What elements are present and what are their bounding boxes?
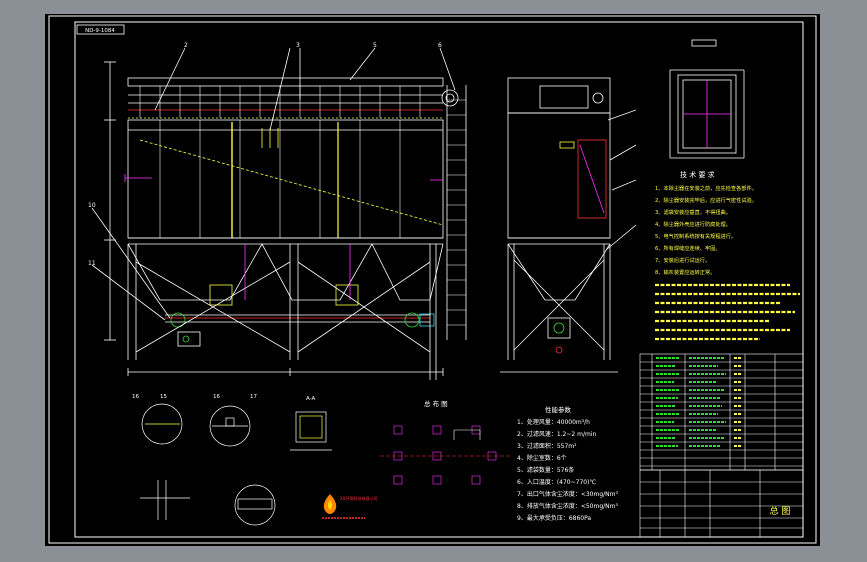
detail-label: 15 — [160, 394, 167, 400]
performance-param-item: 9、最大承受负压：6860Pa — [517, 514, 591, 522]
tech-requirements: 技 术 要 求 1、本除尘器在安装之前，应先检查各部件。 2、除尘器安装完毕后，… — [655, 170, 757, 276]
tech-line: 2、除尘器安装完毕后，应进行气密性试验。 — [655, 196, 757, 204]
performance-param-item: 7、出口气体含尘浓度：<30mg/Nm³ — [517, 490, 618, 498]
tech-line: 1、本除尘器在安装之前，应先检查各部件。 — [655, 184, 757, 192]
performance-param-item: 4、除尘室数：6个 — [517, 454, 567, 462]
top-stamp-box: ND-9-1084 — [76, 24, 125, 35]
title-block — [639, 469, 804, 538]
tech-line: 6、所有焊缝应连续、牢固。 — [655, 244, 721, 252]
tech-line: 5、电气控制系统按有关规程进行。 — [655, 232, 736, 240]
tech-line: 3、滤袋安装应垂直，不得扭曲。 — [655, 208, 731, 216]
top-stamp-text: ND-9-1084 — [85, 28, 115, 34]
parts-list-table — [639, 353, 804, 471]
performance-param-item: 2、过滤风速：1.2~2 m/min — [517, 430, 596, 438]
performance-param-item: 6、入口温度：(470~770)℃ — [517, 478, 596, 486]
tech-extra-lines — [655, 283, 800, 341]
tech-line: 8、输灰装置应运转正常。 — [655, 268, 715, 276]
company-logo-text: XX环保科技有限公司 — [340, 495, 377, 501]
foundation-plan-title: 总 布 图 — [424, 399, 448, 408]
parts-list-entries — [656, 357, 726, 447]
performance-param-item: 3、过滤面积：557m² — [517, 442, 577, 450]
performance-params-title: 性能参数 — [545, 405, 572, 414]
tech-line: 7、安装后进行试运行。 — [655, 256, 710, 264]
performance-param-item: 5、滤袋数量：576条 — [517, 466, 574, 474]
sheet-outer-border — [48, 15, 817, 544]
callout-label: 10 — [88, 202, 96, 209]
section-label: A-A — [306, 396, 316, 402]
side-elevation — [500, 77, 637, 373]
sheet-inner-border — [74, 21, 804, 538]
tech-requirements-title: 技 术 要 求 — [680, 170, 715, 179]
performance-param-item: 8、排放气体含尘浓度：<50mg/Nm³ — [517, 502, 618, 510]
callout-label: 11 — [88, 260, 96, 267]
callout-label: 3 — [296, 42, 300, 49]
title-block-drawing-name: 总 图 — [770, 505, 791, 517]
performance-param-item: 1、处理风量：40000m³/h — [517, 418, 590, 426]
detail-view-labels: 16 15 16 17 A-A — [132, 394, 316, 402]
detail-label: 16 — [132, 394, 139, 400]
detail-label: 17 — [250, 394, 257, 400]
company-logo: XX环保科技有限公司 — [322, 494, 377, 519]
detail-views — [140, 403, 332, 526]
parts-list-entries-2 — [734, 357, 742, 447]
callout-labels: 2 3 5 6 10 11 — [88, 42, 442, 267]
callout-label: 2 — [184, 42, 188, 49]
performance-params: 性能参数 1、处理风量：40000m³/h 2、过滤风速：1.2~2 m/min… — [517, 405, 618, 522]
foundation-plan: 总 布 图 — [380, 399, 510, 485]
tech-line: 4、除尘器外壳应进行防腐处理。 — [655, 220, 731, 228]
front-elevation — [91, 47, 467, 380]
callout-label: 5 — [373, 42, 377, 49]
callout-label: 6 — [438, 42, 442, 49]
plan-detail — [669, 39, 745, 159]
detail-label: 16 — [213, 394, 220, 400]
